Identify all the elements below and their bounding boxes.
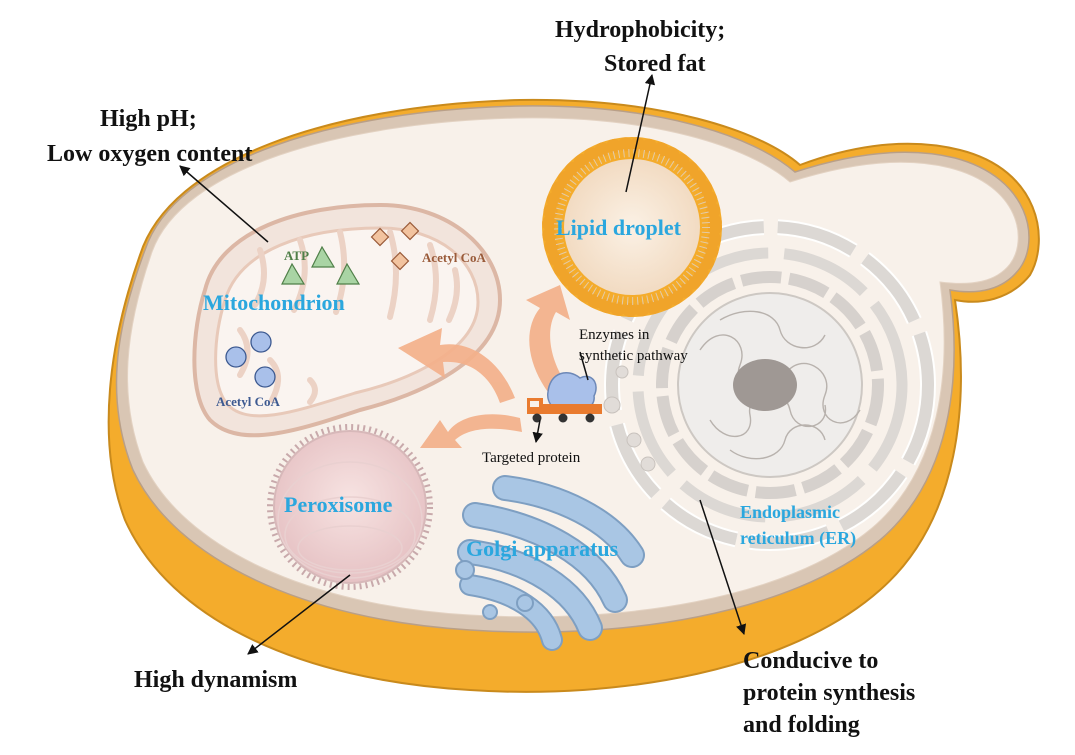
acetyl-coa-diamond [370, 227, 390, 247]
annotation-conducive-1: Conducive to [743, 648, 878, 674]
leader-peroxisome [247, 574, 351, 655]
annotation-low-oxygen: Low oxygen content [47, 141, 252, 167]
label-er-1: Endoplasmic [740, 502, 840, 522]
acetyl-coa-circle [250, 331, 272, 353]
annotation-conducive-3: and folding [743, 712, 860, 738]
annotation-high-ph: High pH; [100, 106, 197, 132]
acetyl-coa-diamond [400, 221, 420, 241]
acetyl-coa-circle [254, 366, 276, 388]
label-peroxisome: Peroxisome [284, 492, 393, 517]
atp-triangle [336, 262, 361, 285]
atp-triangle [281, 262, 306, 285]
label-targeted-protein: Targeted protein [482, 450, 581, 466]
atp-triangle [311, 245, 336, 268]
leader-lipid [625, 73, 656, 193]
arrow-to-lipid-droplet [526, 285, 570, 392]
peroxisome [267, 424, 433, 590]
leader-er [699, 499, 747, 635]
lipid-droplet [542, 137, 722, 317]
transport-arrows [398, 285, 570, 448]
annotation-conducive-2: protein synthesis [743, 680, 915, 706]
golgi-apparatus [455, 475, 645, 651]
enzyme-truck [527, 372, 602, 423]
leader-lines [179, 73, 747, 655]
arrow-to-mitochondrion [398, 328, 515, 403]
leader-mitochondrion [179, 165, 269, 243]
annotation-stored-fat: Stored fat [604, 51, 706, 77]
leader-targeted [532, 419, 543, 444]
label-atp: ATP [284, 248, 309, 263]
acetyl-coa-circle [225, 346, 247, 368]
label-enzymes-2: synthetic pathway [579, 348, 688, 364]
label-enzymes-1: Enzymes in [579, 327, 650, 343]
label-acetyl-coa-bottom: Acetyl CoA [216, 394, 281, 409]
acetyl-coa-diamond [390, 251, 410, 271]
leader-enzymes [579, 351, 589, 381]
label-lipid-droplet: Lipid droplet [556, 215, 682, 240]
label-er-2: reticulum (ER) [740, 528, 856, 549]
er-nucleus [603, 219, 936, 551]
annotation-hydrophobicity: Hydrophobicity; [555, 17, 725, 43]
mitochondrion [192, 202, 503, 438]
label-golgi: Golgi apparatus [466, 536, 619, 561]
label-acetyl-coa-top: Acetyl CoA [422, 250, 487, 265]
arrow-to-peroxisome [420, 414, 522, 448]
annotation-high-dynamism: High dynamism [134, 667, 297, 693]
label-mitochondrion: Mitochondrion [203, 290, 345, 315]
truck-bed [540, 404, 602, 414]
